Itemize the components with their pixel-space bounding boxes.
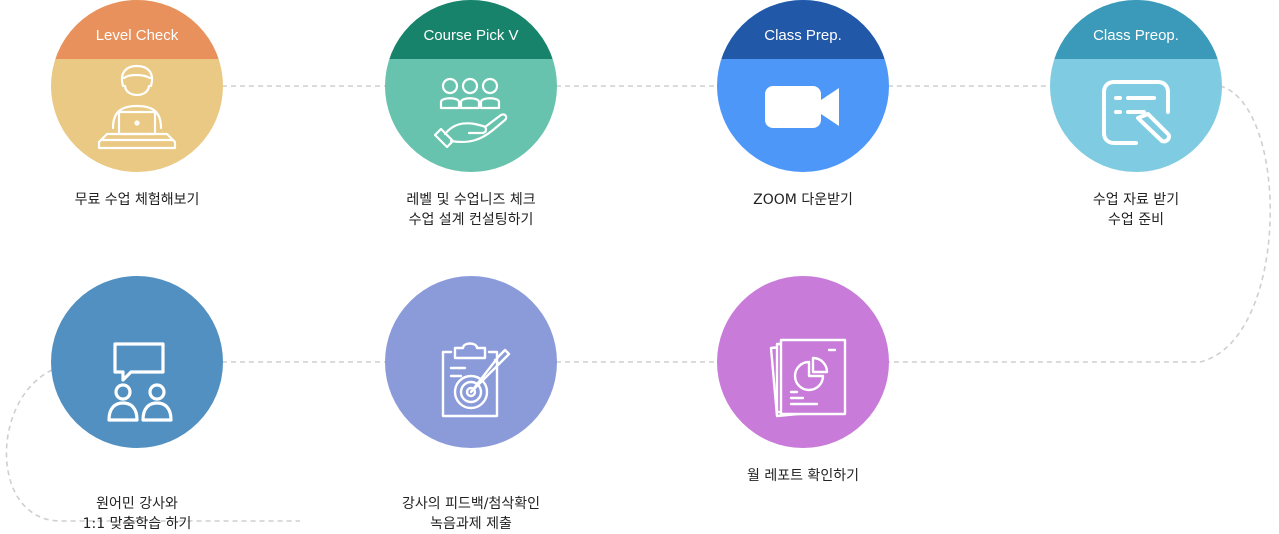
student-laptop-icon xyxy=(97,64,177,150)
step-course-pick: Course Pick V 레벨 및 수업니즈 체크 수업 설계 컨설팅하기 xyxy=(341,0,601,230)
report-chart-icon xyxy=(769,338,847,418)
class-prep-caption: Class Prep. xyxy=(717,0,889,59)
report-line-1: 월 레포트 확인하기 xyxy=(747,468,859,484)
step-feedback: 강사의 피드백/첨삭확인 녹음과제 제출 xyxy=(341,276,601,534)
report-label: 월 레포트 확인하기 xyxy=(673,466,933,486)
class-preop-label: 수업 자료 받기 수업 준비 xyxy=(1006,190,1266,230)
level-check-circle: Level Check xyxy=(51,0,223,172)
class-preop-circle: Class Preop. xyxy=(1050,0,1222,172)
feedback-circle xyxy=(385,276,557,448)
feedback-label: 강사의 피드백/첨삭확인 녹음과제 제출 xyxy=(341,494,601,534)
document-edit-icon xyxy=(1102,80,1172,145)
report-circle xyxy=(717,276,889,448)
step-level-check: Level Check 무료 수업 체험해보기 xyxy=(7,0,267,210)
course-pick-caption: Course Pick V xyxy=(385,0,557,59)
native-lesson-line-2: 1:1 맞춤학습 하기 xyxy=(82,516,192,532)
step-class-preop: Class Preop. 수업 자료 받기 수업 준비 xyxy=(1006,0,1266,230)
course-pick-label: 레벨 및 수업니즈 체크 수업 설계 컨설팅하기 xyxy=(341,190,601,230)
course-pick-circle: Course Pick V xyxy=(385,0,557,172)
class-preop-line-2: 수업 준비 xyxy=(1108,212,1164,228)
video-camera-icon xyxy=(765,86,839,128)
clipboard-target-icon xyxy=(441,342,511,418)
course-pick-line-1: 레벨 및 수업니즈 체크 xyxy=(406,192,536,208)
native-lesson-line-1: 원어민 강사와 xyxy=(96,496,178,512)
class-preop-line-1: 수업 자료 받기 xyxy=(1092,192,1180,208)
step-report: 월 레포트 확인하기 xyxy=(673,276,933,486)
native-lesson-circle xyxy=(51,276,223,448)
native-lesson-label: 원어민 강사와 1:1 맞춤학습 하기 xyxy=(7,494,267,534)
group-hand-icon xyxy=(433,77,508,149)
step-native-lesson: 원어민 강사와 1:1 맞춤학습 하기 xyxy=(7,276,267,534)
class-prep-circle: Class Prep. xyxy=(717,0,889,172)
feedback-line-2: 녹음과제 제출 xyxy=(430,516,512,532)
level-check-line-1: 무료 수업 체험해보기 xyxy=(74,192,200,208)
class-prep-label: ZOOM 다운받기 xyxy=(673,190,933,210)
course-pick-line-2: 수업 설계 컨설팅하기 xyxy=(408,212,534,228)
step-class-prep: Class Prep. ZOOM 다운받기 xyxy=(673,0,933,210)
class-preop-caption: Class Preop. xyxy=(1050,0,1222,59)
level-check-caption: Level Check xyxy=(51,0,223,59)
class-prep-line-1: ZOOM 다운받기 xyxy=(753,192,853,208)
chat-people-icon xyxy=(107,342,173,422)
level-check-label: 무료 수업 체험해보기 xyxy=(7,190,267,210)
feedback-line-1: 강사의 피드백/첨삭확인 xyxy=(402,496,540,512)
